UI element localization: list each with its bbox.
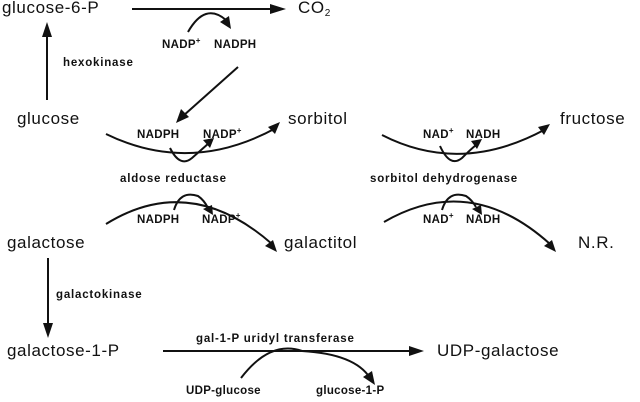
compound-glucose-1-p: glucose-1-P [316, 385, 385, 397]
compound-galactitol: galactitol [284, 233, 358, 252]
compound-nr: N.R. [578, 233, 615, 252]
enzyme-gal-1-p-uridyl-transferase: gal-1-P uridyl transferase [196, 333, 355, 345]
enzyme-sorbitol-dehydrogenase: sorbitol dehydrogenase [370, 173, 518, 185]
charge-superscript: + [236, 126, 242, 135]
arrowhead-nadph-pentose [220, 16, 231, 29]
cofactor-arc-pentose [187, 12, 227, 33]
cofactor-arc-sdh-sorbitol [439, 144, 477, 162]
cofactor-text: NAD [423, 214, 449, 226]
cofactor-arc-sdh-galactitol [441, 193, 477, 211]
arrowhead-nr [544, 240, 556, 252]
cofactor-sdh-galactitol-nadh: NADH [466, 214, 501, 226]
cofactor-pentose-nadph: NADPH [214, 39, 257, 51]
compound-glucose-6-p: glucose-6-P [2, 0, 100, 17]
cofactor-ar-glucose-nadph: NADPH [137, 129, 180, 141]
arrowhead-nadp-ar-glucose [203, 138, 214, 148]
arrowhead-udpgal [409, 346, 424, 356]
compound-glucose: glucose [17, 109, 80, 128]
arrowhead-nadph-link [176, 109, 189, 123]
charge-superscript: + [195, 36, 201, 45]
charge-superscript: + [235, 211, 241, 220]
arc-galactose-to-galactitol [105, 201, 273, 245]
cofactor-text: NADP [162, 39, 196, 51]
arc-sorbitol-to-fructose [381, 129, 545, 155]
cofactor-arc-ar-glucose [169, 142, 210, 163]
cofactor-sdh-sorbitol-nadh: NADH [466, 129, 501, 141]
arrowhead-g6p [42, 22, 52, 37]
arrowhead-fructose [538, 124, 550, 135]
cofactor-ar-galactose-nadp: NADP+ [202, 211, 241, 227]
arc-glucose-to-sorbitol [105, 127, 277, 154]
enzyme-aldose-reductase: aldose reductase [120, 173, 227, 185]
cofactor-arc-ar-galactose [173, 193, 209, 211]
arrowhead-gal1p [43, 323, 53, 338]
co2-text: CO [298, 0, 325, 17]
cofactor-pentose-nadp: NADP+ [162, 36, 201, 52]
cofactor-arc-transferase [240, 347, 371, 379]
compound-udp-galactose: UDP-galactose [437, 341, 560, 360]
compound-co2: CO2 [298, 0, 331, 19]
cofactor-text: NAD [423, 129, 449, 141]
arrowhead-nadh-sdh-galactitol [472, 205, 482, 215]
charge-superscript: + [448, 211, 454, 220]
cofactor-text: NADP [203, 129, 237, 141]
compound-fructose: fructose [560, 109, 626, 128]
cofactor-ar-galactose-nadph: NADPH [137, 214, 180, 226]
compound-galactose-1-p: galactose-1-P [7, 341, 120, 360]
arrowhead-galactitol [265, 240, 277, 252]
compound-galactose: galactose [7, 233, 86, 252]
charge-superscript: + [448, 126, 454, 135]
enzyme-galactokinase: galactokinase [56, 289, 143, 301]
compound-sorbitol: sorbitol [288, 109, 348, 128]
cofactor-text: NADP [202, 214, 236, 226]
cofactor-ar-glucose-nadp: NADP+ [203, 126, 242, 142]
arrow-nadph-link [182, 66, 239, 117]
arrowhead-nadh-sdh-sorbitol [471, 139, 482, 149]
arrowhead-glucose-1-p [363, 371, 375, 385]
arrowhead-co2 [270, 4, 286, 14]
arrowhead-sorbitol [268, 122, 280, 134]
arrowhead-nadp-ar-galactose [203, 205, 213, 215]
cofactor-sdh-galactitol-nad: NAD+ [423, 211, 454, 227]
enzyme-hexokinase: hexokinase [63, 57, 134, 69]
cofactor-sdh-sorbitol-nad: NAD+ [423, 126, 454, 142]
arc-galactitol-to-nr [383, 200, 551, 245]
co2-subscript: 2 [324, 8, 331, 19]
compound-udp-glucose: UDP-glucose [186, 385, 261, 397]
